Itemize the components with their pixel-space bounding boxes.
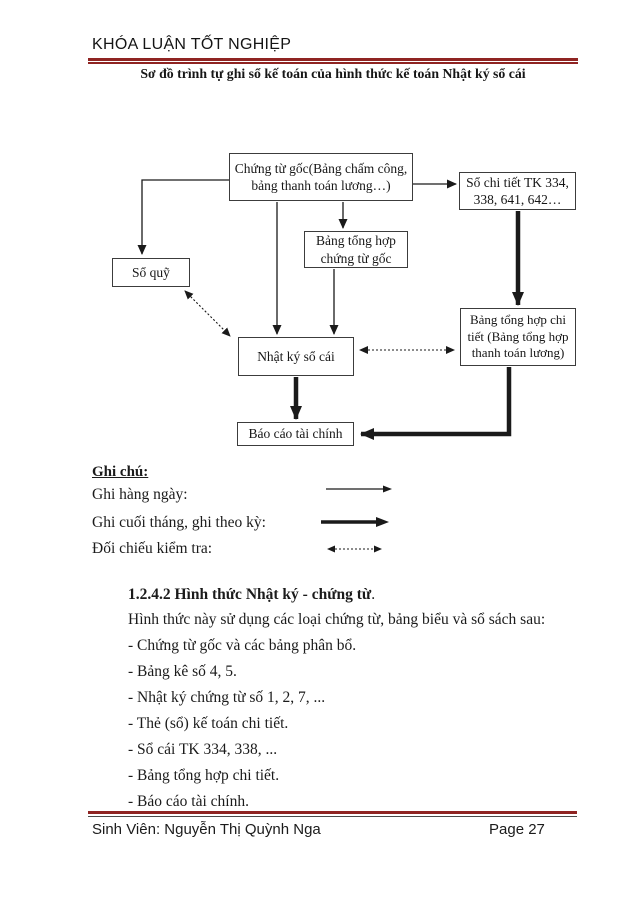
list-item: - Báo cáo tài chính. [128,793,249,810]
thick-arrow-icon [321,517,389,527]
list-item: - Thẻ (sổ) kế toán chi tiết. [128,715,289,732]
arrow-soquy-nhatky-dotted [184,290,231,337]
section-intro: Hình thức này sử dụng các loại chứng từ,… [128,611,546,628]
flow-box-so-quy: Sổ quỹ [112,258,190,287]
flow-box-bang-tong-hop-chi-tiet: Bảng tổng hợp chi tiết (Bảng tổng hợp th… [460,308,576,366]
diagram-title: Sơ đồ trình tự ghi sổ kế toán của hình t… [140,66,526,81]
footer-student-name: Sinh Viên: Nguyễn Thị Quỳnh Nga [92,821,321,838]
flow-box-bang-tong-hop-ctg: Bảng tổng hợp chứng từ gốc [304,231,408,268]
header-double-rule [88,58,578,64]
list-item: - Chứng từ gốc và các bảng phân bổ. [128,637,357,654]
section-heading-bold: 1.2.4.2 Hình thức Nhật ký - chứng từ [128,586,372,603]
footer-page-number: Page 27 [489,821,545,838]
arrow-ctg-to-soquy [137,179,229,255]
legend-label-reconcile: Đối chiếu kiểm tra: [92,540,213,557]
thin-arrow-icon [326,485,392,493]
list-item: - Sổ cái TK 334, 338, ... [128,741,278,758]
flow-box-nhat-ky-so-cai: Nhật ký sổ cái [238,337,354,376]
list-item: - Bảng kê số 4, 5. [128,663,237,680]
flow-box-chung-tu-goc: Chứng từ gốc(Bảng chấm công, bảng thanh … [229,153,413,201]
document-header-title: KHÓA LUẬN TỐT NGHIỆP [92,36,292,53]
legend-label-daily: Ghi hàng ngày: [92,486,188,503]
list-item: - Nhật ký chứng từ số 1, 2, 7, ... [128,689,326,706]
legend-heading: Ghi chú: [92,464,149,480]
arrow-btct-to-baocao [360,367,512,440]
flowchart-arrows [137,179,524,440]
legend-label-monthly: Ghi cuối tháng, ghi theo kỳ: [92,514,266,531]
flow-box-so-chi-tiet: Sổ chi tiết TK 334, 338, 641, 642… [459,172,576,210]
section-heading: 1.2.4.2 Hình thức Nhật ký - chứng từ. [128,586,375,605]
section-heading-period: . [371,586,376,603]
flow-box-bao-cao-tai-chinh: Báo cáo tài chính [237,422,354,446]
dotted-double-arrow-icon [327,545,382,553]
list-item: - Bảng tổng hợp chi tiết. [128,767,280,784]
footer-double-rule [88,811,577,817]
